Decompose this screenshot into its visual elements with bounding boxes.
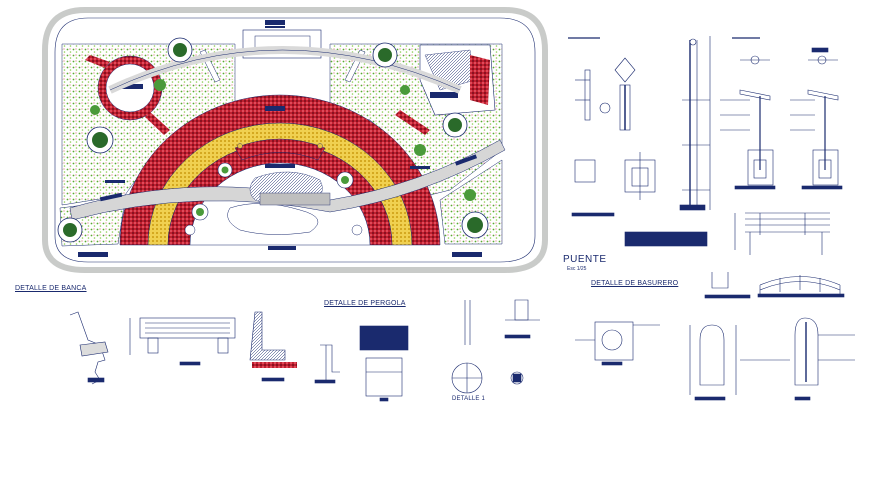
detalle-basurero-title: DETALLE DE BASURERO bbox=[591, 280, 679, 287]
trash-bin-details bbox=[575, 317, 855, 401]
pergola-details bbox=[314, 325, 409, 402]
pergola-stage bbox=[234, 106, 326, 161]
detalle-1-title: DETALLE 1 bbox=[452, 396, 486, 402]
puente-scale: Esc 1/25 bbox=[567, 266, 587, 272]
site-plan bbox=[42, 7, 548, 273]
bench-details bbox=[69, 311, 297, 385]
bridge-detail bbox=[704, 272, 845, 299]
connection-details bbox=[451, 299, 540, 394]
detalle-pergola-title: DETALLE DE PERGOLA bbox=[324, 300, 406, 307]
trees bbox=[57, 37, 489, 243]
bridge-walkway bbox=[69, 139, 506, 221]
lamp-post-details bbox=[568, 36, 843, 211]
bench-elevation-right bbox=[571, 212, 830, 255]
detalle-banca-title: DETALLE DE BANCA bbox=[15, 285, 87, 292]
puente-title: PUENTE bbox=[563, 254, 607, 265]
